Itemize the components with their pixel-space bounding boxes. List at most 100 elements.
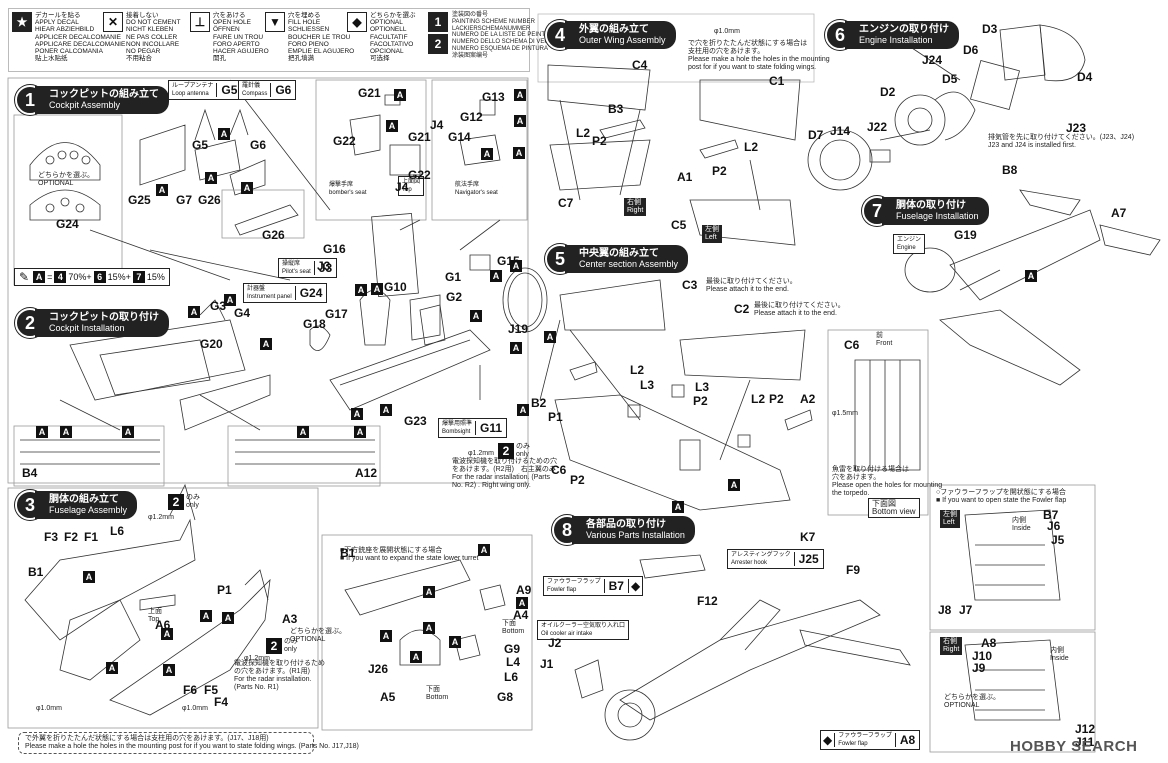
part-sprue-marker: A <box>478 544 490 556</box>
tag-engine: エンジン Engine <box>893 234 926 254</box>
radar-r2-note: 電波探知機を取り付けるための穴 をあけます。(R2用) 右主翼のみ For th… <box>452 458 557 489</box>
part-sprue-marker: A <box>514 89 526 101</box>
part-label: A7 <box>1111 206 1127 220</box>
exhaust-note: 排気管を先に取り付けてください。(J23、J24) J23 and J24 is… <box>988 134 1135 149</box>
bottom-label-2: 下面 Bottom <box>426 686 449 701</box>
part-label: C3 <box>682 278 698 292</box>
part-label: L2 <box>630 363 645 377</box>
part-sprue-marker: A <box>188 306 200 318</box>
part-sprue-marker: A <box>380 630 392 642</box>
part-sprue-marker: A <box>517 404 529 416</box>
part-label: C6 <box>844 338 860 352</box>
part-label: P2 <box>769 392 784 406</box>
part-sprue-marker: A <box>510 260 522 272</box>
optional-note-3: どちらかを選ぶ。 OPTIONAL <box>944 694 1000 709</box>
part-label: B1 <box>340 546 356 560</box>
part-label: C5 <box>671 218 687 232</box>
part-label: F12 <box>697 594 718 608</box>
part-sprue-marker: A <box>1025 270 1037 282</box>
part-sprue-marker: A <box>354 426 366 438</box>
part-sprue-marker: A <box>516 597 528 609</box>
optional-icon: ◆ <box>627 579 642 593</box>
part-label-step1: G7 <box>176 193 193 207</box>
part-sprue-marker: A <box>380 404 392 416</box>
legend-open-hole: ⊥穴をあける OPEN HOLE ÖFFNEN FAIRE UN TROU FO… <box>190 12 269 62</box>
part-label: J14 <box>830 124 851 138</box>
step-4-title-jp: 外翼の組み立て <box>579 24 649 35</box>
part-label: G19 <box>954 228 977 242</box>
part-label: F6 <box>183 683 198 697</box>
right-label-wing: 右側 Right <box>624 198 647 216</box>
part-sprue-marker: A <box>205 172 217 184</box>
part-label: P2 <box>712 164 727 178</box>
footer-note: で外翼を折りたたんだ状態にする場合は支柱用の穴をあけます。(J17、J18用) … <box>18 732 359 754</box>
part-label: L4 <box>506 655 521 669</box>
part-label: J19 <box>508 322 529 336</box>
part-label: J5 <box>1051 533 1065 547</box>
part-label: G10 <box>384 280 407 294</box>
paint-mix-formula: ✎ A = 4 70%+ 6 15%+ 7 15% <box>14 268 170 286</box>
part-label: A3 <box>282 612 298 626</box>
part-label: P1 <box>217 583 232 597</box>
part-label: J6 <box>1047 519 1061 533</box>
part-label: B2 <box>531 396 547 410</box>
part-sprue-marker: A <box>351 408 363 420</box>
part-label: J2 <box>548 636 562 650</box>
part-label: B1 <box>28 565 44 579</box>
part-sprue-marker: A <box>514 115 526 127</box>
part-label: J4 <box>430 118 444 132</box>
part-label: G4 <box>234 306 251 320</box>
part-label-step1: G25 <box>128 193 151 207</box>
part-sprue-marker: A <box>386 120 398 132</box>
part-label: K7 <box>800 530 816 544</box>
part-label: P2 <box>570 473 585 487</box>
part-label: G14 <box>448 130 471 144</box>
part-label: P2 <box>693 394 708 408</box>
part-label: P2 <box>592 134 607 148</box>
radar-r1-note: 電波探知機を取り付けるため の穴をあけます。(R1用) For the rada… <box>234 660 325 691</box>
part-label-step1: G6 <box>250 138 267 152</box>
step-4-title-en: Outer Wing Assembly <box>579 35 666 45</box>
scheme-2-icon: 2 <box>428 34 448 54</box>
part-label: A4 <box>513 608 529 622</box>
optional-note-2: どちらかを選ぶ。 OPTIONAL <box>290 628 346 643</box>
part-label: D5 <box>942 72 958 86</box>
left-label-wing: 左側 Left <box>702 225 722 243</box>
part-label: F4 <box>214 695 229 709</box>
part-label: F5 <box>204 683 219 697</box>
part-label: J10 <box>972 649 993 663</box>
part-sprue-marker: A <box>106 662 118 674</box>
inside-label-2: 内側 Inside <box>1050 647 1069 662</box>
part-label: G9 <box>504 642 521 656</box>
part-sprue-marker: A <box>513 147 525 159</box>
drill-icon: ⊥ <box>190 12 210 32</box>
part-label: J9 <box>972 661 986 675</box>
drill-12mm-note-2: φ1.2mm <box>244 655 270 662</box>
part-label: J8 <box>938 603 952 617</box>
part-sprue-marker: A <box>122 426 134 438</box>
step-5-title-en: Center section Assembly <box>579 259 679 269</box>
lower-turret-note: ■下方銃座を展開状態にする場合 ■ If you want to expand … <box>340 547 479 562</box>
fill-hole-icon: ▼ <box>265 12 285 32</box>
drill-10mm-note-1: φ1.0mm <box>36 705 62 712</box>
part-label: C6 <box>551 463 567 477</box>
legend-do-not-cement: ✕接着しない DO NOT CEMENT NICHT KLEBEN NE PAS… <box>103 12 180 62</box>
part-label: G20 <box>200 337 223 351</box>
part-label: G13 <box>482 90 505 104</box>
part-label: L3 <box>695 380 710 394</box>
part-label: L2 <box>744 140 759 154</box>
part-label: A5 <box>380 690 396 704</box>
part-label: J23 <box>1066 121 1087 135</box>
part-sprue-marker: A <box>218 128 230 140</box>
part-sprue-marker: A <box>156 184 168 196</box>
part-label: G12 <box>460 110 483 124</box>
